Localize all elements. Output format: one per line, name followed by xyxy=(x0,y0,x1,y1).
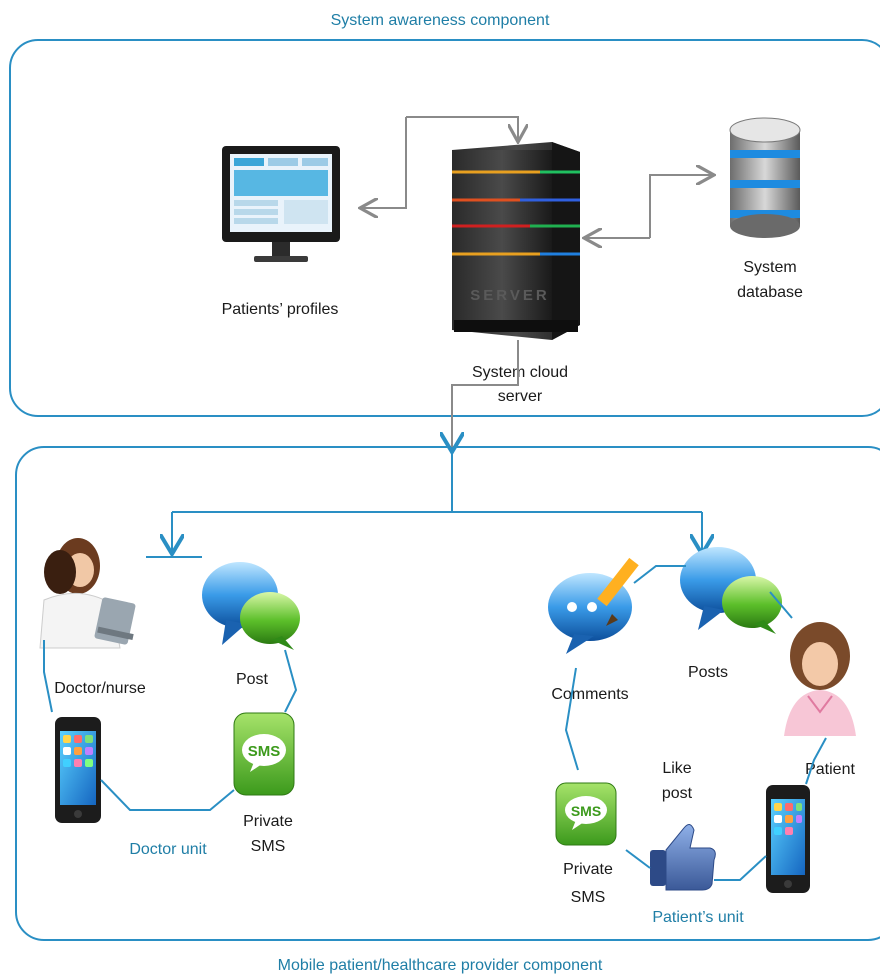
private-sms-patient-line1: Private xyxy=(563,861,613,878)
phone-to-sms-connector xyxy=(100,779,235,811)
posts-to-patient-connector xyxy=(769,591,793,619)
system-awareness-frame xyxy=(9,39,880,417)
comment-pencil-icon xyxy=(548,557,639,654)
posts-label: Posts xyxy=(688,664,728,681)
profiles-connector xyxy=(362,117,407,208)
top-component-title: System awareness component xyxy=(331,12,550,29)
patients-profiles-label: Patients’ profiles xyxy=(222,301,339,318)
doctor-to-phone-connector xyxy=(43,640,53,713)
sms-icon: SMS xyxy=(233,712,295,796)
sms-to-comments-connector xyxy=(564,667,579,771)
private-sms-doctor-line2: SMS xyxy=(251,838,286,855)
post-label: Post xyxy=(236,671,269,688)
smartphone-icon xyxy=(766,785,810,893)
patient-avatar-icon xyxy=(784,622,856,736)
server-icon: SERVER xyxy=(452,142,580,340)
monitor-icon xyxy=(222,146,340,262)
system-cloud-server-label-line2: server xyxy=(498,388,543,405)
sms-to-like-connector xyxy=(625,849,651,869)
comments-to-posts-connector xyxy=(633,565,686,584)
system-database-label-line2: database xyxy=(737,284,803,301)
phone-to-patient-connector xyxy=(805,737,827,785)
private-sms-patient-line2: SMS xyxy=(571,889,606,906)
sms-icon: SMS xyxy=(555,782,617,846)
smartphone-icon xyxy=(55,717,101,823)
like-to-phone-connector xyxy=(714,855,767,881)
database-icon xyxy=(729,117,801,238)
sms-icon-text: SMS xyxy=(571,803,601,819)
chat-bubbles-icon xyxy=(680,547,782,634)
patients-unit-label: Patient’s unit xyxy=(652,909,744,926)
chat-bubbles-icon xyxy=(202,562,300,650)
post-to-sms-connector xyxy=(284,649,298,713)
server-to-mobile-connector xyxy=(451,340,519,447)
like-post-line1: Like xyxy=(662,760,691,777)
like-post-line2: post xyxy=(662,785,693,802)
server-case-text: SERVER xyxy=(470,287,549,304)
system-cloud-server-label-line1: System cloud xyxy=(472,364,568,381)
doctor-unit-label: Doctor unit xyxy=(129,841,207,858)
doctor-nurse-icon xyxy=(39,538,136,649)
sms-icon-text: SMS xyxy=(248,743,281,760)
bottom-component-title: Mobile patient/healthcare provider compo… xyxy=(278,957,603,974)
private-sms-doctor-line1: Private xyxy=(243,813,293,830)
system-database-label-line1: System xyxy=(743,259,796,276)
doctor-nurse-label: Doctor/nurse xyxy=(54,680,146,697)
server-in-connector xyxy=(406,116,518,140)
server-to-db-connector xyxy=(649,175,712,238)
comments-label: Comments xyxy=(551,686,628,703)
thumbs-up-icon xyxy=(650,824,716,891)
patient-label: Patient xyxy=(805,761,855,778)
